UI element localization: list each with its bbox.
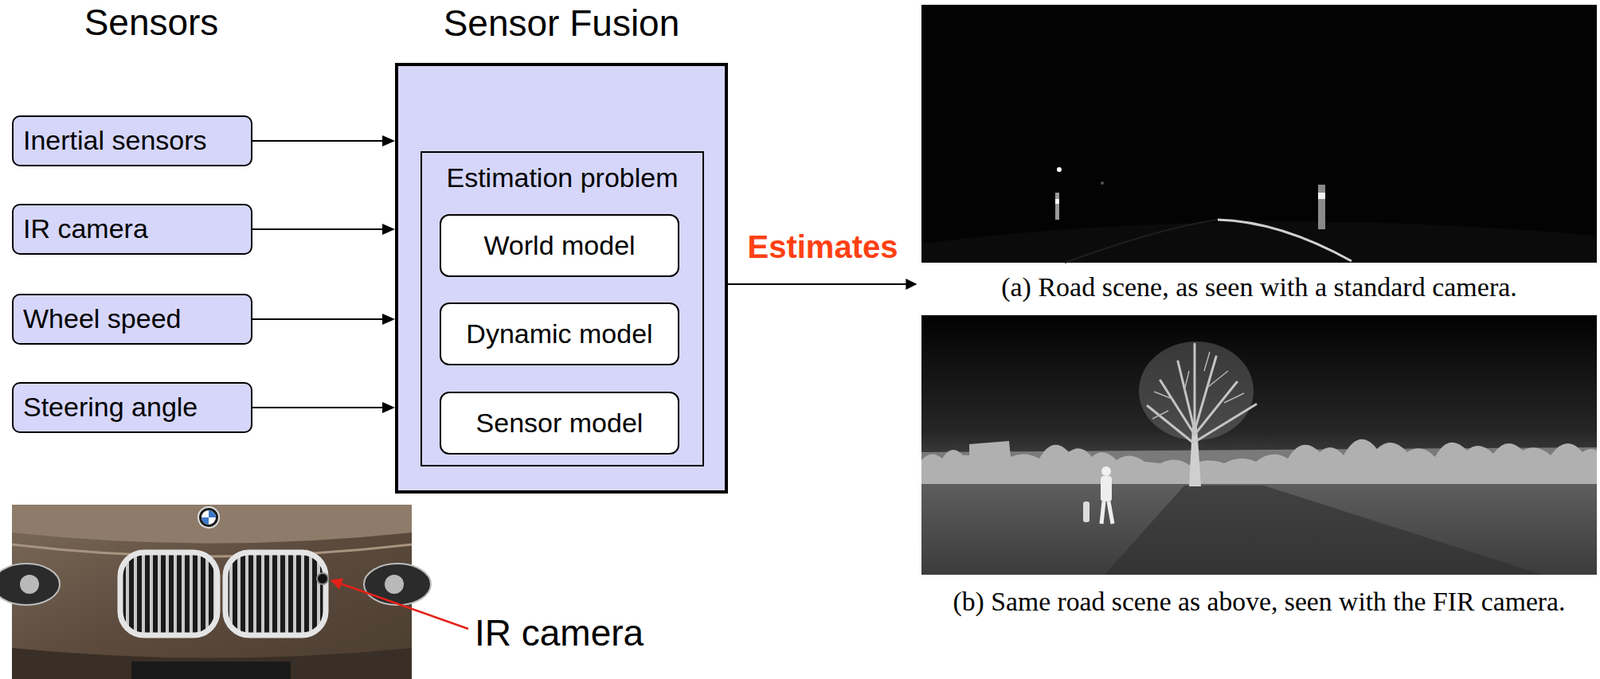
label-holder: IR camera: [474, 612, 644, 655]
problem-box: Estimation problemWorld modelDynamic mod…: [420, 151, 705, 467]
arrow-head: [382, 313, 396, 325]
label-holder: (a) Road scene, as seen with a standard …: [1001, 271, 1518, 303]
arrow-head: [382, 223, 396, 235]
connector: [252, 135, 396, 147]
box-label: World model: [483, 230, 635, 262]
box-label: Dynamic model: [465, 318, 653, 350]
connector: [252, 223, 396, 235]
arrow-head: [382, 402, 396, 414]
fir-camera-image: [921, 315, 1597, 576]
box-heading: Sensor Fusion: [398, 2, 725, 45]
box-label: Sensor model: [476, 407, 644, 439]
box-label: IR camera: [23, 213, 149, 245]
model-box: Sensor model: [439, 391, 680, 455]
connector-line: [252, 318, 384, 321]
leader-line: [331, 580, 469, 630]
sensor-box: Steering angle: [11, 382, 253, 434]
connector: [252, 402, 396, 414]
connector-line: [252, 228, 384, 231]
connector-line: [252, 406, 384, 409]
output-arrow: [727, 283, 916, 286]
figure-caption: (b) Same road scene as above, seen with …: [953, 586, 1566, 619]
sensor-box: IR camera: [11, 203, 253, 255]
label-holder: Sensors: [84, 1, 220, 44]
connector: [252, 313, 396, 325]
model-box: Dynamic model: [439, 302, 680, 366]
box-heading: Estimation problem: [422, 162, 703, 194]
model-box: World model: [439, 214, 680, 278]
standard-camera-image: [921, 4, 1597, 263]
box-label: Wheel speed: [23, 303, 181, 335]
column-heading: Sensors: [84, 1, 220, 44]
output-label: Estimates: [747, 228, 899, 266]
box-label: Inertial sensors: [23, 125, 208, 157]
fusion-box: Sensor FusionEstimation problemWorld mod…: [395, 62, 728, 494]
sensor-box: Wheel speed: [11, 293, 253, 345]
callout-label: IR camera: [474, 612, 644, 655]
sensor-box: Inertial sensors: [11, 115, 253, 167]
connector-line: [252, 140, 384, 142]
label-holder: Estimates: [747, 228, 899, 266]
box-label: Steering angle: [23, 391, 198, 423]
label-holder: (b) Same road scene as above, seen with …: [953, 586, 1566, 619]
figure-caption: (a) Road scene, as seen with a standard …: [1001, 271, 1518, 303]
arrow-head: [382, 135, 396, 147]
